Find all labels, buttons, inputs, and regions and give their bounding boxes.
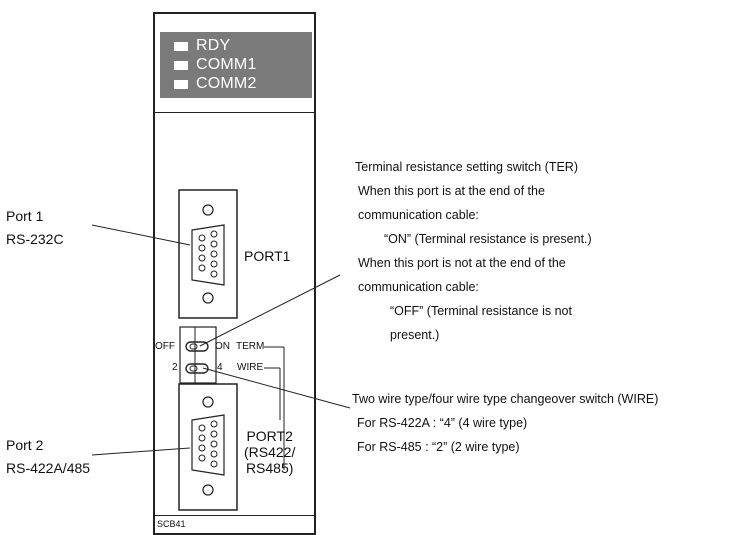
wire-callout-line1: For RS-422A : “4” (4 wire type) bbox=[357, 416, 528, 430]
switch-four-label: 4 bbox=[217, 362, 223, 373]
switch-two-label: 2 bbox=[172, 362, 178, 373]
port2-name-line2: (RS422/ bbox=[244, 444, 296, 460]
ter-callout-line5: communication cable: bbox=[358, 280, 479, 294]
port2-name-line3: RS485) bbox=[245, 460, 294, 476]
wire-callout-title: Two wire type/four wire type changeover … bbox=[352, 392, 659, 406]
model-label: SCB41 bbox=[157, 519, 186, 529]
switch-term-label: TERM bbox=[236, 341, 265, 352]
port2-label-line2: RS-422A/485 bbox=[6, 460, 91, 476]
ter-callout-line3: “ON” (Terminal resistance is present.) bbox=[384, 232, 592, 246]
ter-callout-line4: When this port is not at the end of the bbox=[358, 256, 566, 270]
led-label-rdy: RDY bbox=[196, 37, 231, 54]
port2-label: Port 2 RS-422A/485 bbox=[6, 437, 90, 477]
ter-callout-line1: When this port is at the end of the bbox=[358, 184, 545, 198]
port1-leader-line bbox=[91, 224, 191, 246]
led-row-comm2: COMM2 bbox=[174, 75, 257, 92]
ter-callout-line2: communication cable: bbox=[358, 208, 479, 222]
port1-label-line1: Port 1 bbox=[6, 208, 44, 224]
port2-connector-icon bbox=[178, 383, 238, 511]
module-divider-top bbox=[155, 112, 314, 113]
ter-callout: Terminal resistance setting switch (TER)… bbox=[355, 155, 592, 347]
led-label-comm2: COMM2 bbox=[196, 75, 257, 92]
wire-callout-line2: For RS-485 : “2” (2 wire type) bbox=[357, 440, 520, 454]
led-row-rdy: RDY bbox=[174, 37, 231, 54]
port1-label: Port 1 RS-232C bbox=[6, 208, 64, 248]
rdy-led-icon bbox=[174, 41, 188, 51]
comm1-led-icon bbox=[174, 60, 188, 70]
switch-on-label: ON bbox=[215, 341, 230, 352]
ter-callout-line6: “OFF” (Terminal resistance is not bbox=[390, 304, 572, 318]
ter-callout-line7: present.) bbox=[390, 328, 440, 342]
module-divider-bottom bbox=[155, 515, 314, 516]
port2-name-line1: PORT2 bbox=[246, 428, 293, 444]
comm2-led-icon bbox=[174, 79, 188, 89]
wire-leader-line bbox=[202, 367, 351, 409]
switch-off-label: OFF bbox=[155, 341, 175, 352]
led-panel: RDY COMM1 COMM2 bbox=[160, 32, 312, 98]
port2-label-line1: Port 2 bbox=[6, 437, 44, 453]
switch-block bbox=[179, 326, 285, 470]
led-row-comm1: COMM1 bbox=[174, 56, 257, 73]
port1-name: PORT1 bbox=[244, 248, 291, 264]
ter-callout-title: Terminal resistance setting switch (TER) bbox=[355, 160, 578, 174]
port2-leader-line bbox=[91, 447, 191, 456]
led-label-comm1: COMM1 bbox=[196, 56, 257, 73]
wire-callout: Two wire type/four wire type changeover … bbox=[352, 387, 658, 459]
port1-connector-icon bbox=[178, 189, 238, 319]
switch-wire-label: WIRE bbox=[237, 362, 264, 373]
unit-module bbox=[153, 12, 316, 535]
port1-label-line2: RS-232C bbox=[6, 231, 64, 247]
ter-leader-line bbox=[199, 274, 341, 347]
port2-name-block: PORT2 (RS422/ RS485) bbox=[244, 428, 295, 476]
